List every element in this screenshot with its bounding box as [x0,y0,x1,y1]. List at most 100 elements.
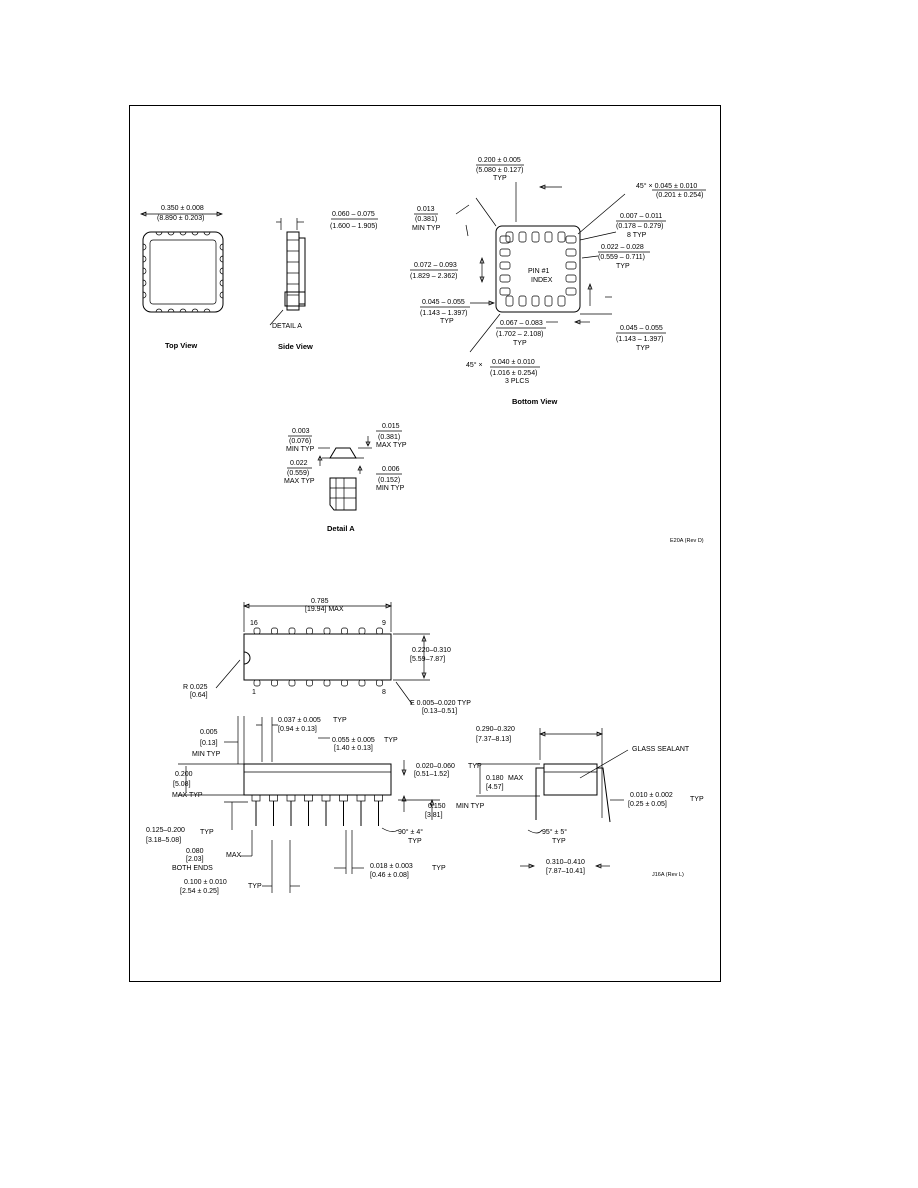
dip-s10-mm: [2.54 ± 0.25] [180,888,219,895]
dip-s4-mm: [5.08] [173,781,191,788]
dip-pin [306,679,313,687]
castellation [219,279,224,287]
da-a3-note: MAX TYP [376,442,407,449]
end-e4-note: TYP [552,838,566,845]
dip-pin [358,679,366,687]
da-a4-mm: (0.152) [378,477,400,484]
dip-s6: 0.150 [428,803,446,810]
da-a1-mm: (0.076) [289,438,311,445]
da-a4-note: MIN TYP [376,485,405,492]
bv-d3: 0.013 [417,206,435,213]
dip-end-view: 0.290–0.320 [7.37–8.13] 0.180 MAX [4.57]… [476,726,704,875]
dip-lead-shoulder [321,794,331,802]
dip-pin [288,679,296,687]
dip-radius: R 0.025 [183,684,208,691]
top-view: 0.350 ± 0.008 (8.890 ± 0.203) Top View [140,205,224,350]
bottom-pad [499,248,511,257]
bv-d2: 45° × 0.045 ± 0.010 [636,182,697,190]
dip-pin [341,679,348,687]
bottom-view: 0.200 ± 0.005 (5.080 ± 0.127) TYP 45° × … [410,157,706,406]
castellation [203,231,211,236]
dip-s1: 0.037 ± 0.005 [278,717,321,724]
dip-pin [323,627,331,635]
bottom-pad [565,248,577,257]
dip-s11-note: TYP [432,865,446,872]
da-a2-note: MAX TYP [284,478,315,485]
end-e1-mm: [7.37–8.13] [476,736,511,743]
dip-s11: 0.018 ± 0.003 [370,863,413,870]
dip-s2-note: MIN TYP [192,751,221,758]
bottom-pad [499,235,511,244]
dip-lead-shoulder [251,794,261,802]
bottom-pad [565,287,577,296]
dip-s11-mm: [0.46 ± 0.08] [370,872,409,879]
dip-pin [253,627,261,635]
dip-s9: 90° ± 4° [398,828,423,836]
bv-d10: 0.040 ± 0.010 [492,359,535,366]
dip-radius-mm: [0.64] [190,692,208,699]
bv-index-label: INDEX [531,277,553,284]
bv-d6-mm: (1.829 – 2.362) [410,273,457,280]
bv-d1-note: TYP [493,175,507,182]
dip-pin9-label: 9 [382,620,386,627]
glass-sealant-label: GLASS SEALANT [632,746,690,753]
bv-d9-mm: (1.143 – 1.397) [616,336,663,343]
bv-d4-mm: (0.178 – 0.279) [616,223,663,230]
side-view: 0.060 – 0.075 (1.600 – 1.905) DETAIL A S… [269,211,378,351]
bv-d1-mm: (5.080 ± 0.127) [476,167,523,174]
side-view-caption: Side View [278,342,313,351]
dip-s5: 0.020–0.060 [416,763,455,770]
bottom-pad [557,295,566,307]
castellation [142,255,147,263]
dip-s7-note: TYP [200,829,214,836]
dip-lead-shoulder [304,794,313,802]
bv-d4: 0.007 – 0.011 [620,213,662,220]
dip-s1-note: TYP [333,717,347,724]
bv-d5: 0.022 – 0.028 [601,244,644,251]
castellation [142,243,147,251]
castellation [191,231,199,236]
end-e4: 95° ± 5° [542,828,567,836]
castellation [167,308,175,313]
bv-d2-mm: (0.201 ± 0.254) [656,192,703,199]
dip-pin [253,679,261,687]
dip-s5-mm: [0.51–1.52] [414,771,449,778]
bv-d3-mm: (0.381) [415,216,437,223]
dip-s3-mm: [1.40 ± 0.13] [334,745,373,752]
dip-s8-mm: [2.03] [186,856,204,863]
dip-lead-shoulder [269,794,278,802]
side-view-dim: 0.060 – 0.075 [332,211,375,218]
castellation [167,231,175,236]
dip-lead-shoulder [374,794,383,802]
dip-lead-shoulder [356,794,366,802]
dip-s3: 0.055 ± 0.005 [332,737,375,744]
dip-s8-note: MAX [226,852,242,859]
bottom-pad [518,231,527,243]
dip-s5-note: TYP [468,763,482,770]
end-e1: 0.290–0.320 [476,726,515,733]
dip-s7: 0.125–0.200 [146,827,185,834]
dip-e-mm: [0.13–0.51] [422,708,457,715]
castellation [155,231,163,236]
top-view-pads [142,231,224,313]
top-view-dim-mm: (8.890 ± 0.203) [157,215,204,222]
dip-s6-mm: [3.81] [425,812,443,819]
dip-pin [358,627,366,635]
dip-pin [271,627,278,635]
castellation [142,291,147,299]
da-a3-mm: (0.381) [378,434,400,441]
bottom-pad [531,231,540,243]
da-a2: 0.022 [290,460,308,467]
bottom-pad [531,295,540,307]
bv-d9: 0.045 – 0.055 [620,325,663,332]
dip-s2: 0.005 [200,729,218,736]
dip-width-mm: [5.59–7.87] [410,656,445,663]
castellation [179,308,187,313]
detail-a-caption: Detail A [327,524,355,533]
bottom-view-caption: Bottom View [512,397,557,406]
bv-d7: 0.045 – 0.055 [422,299,465,306]
upper-ref-code: E20A (Rev D) [670,538,704,544]
top-view-dim: 0.350 ± 0.008 [161,205,204,212]
end-e5: 0.310–0.410 [546,859,585,866]
